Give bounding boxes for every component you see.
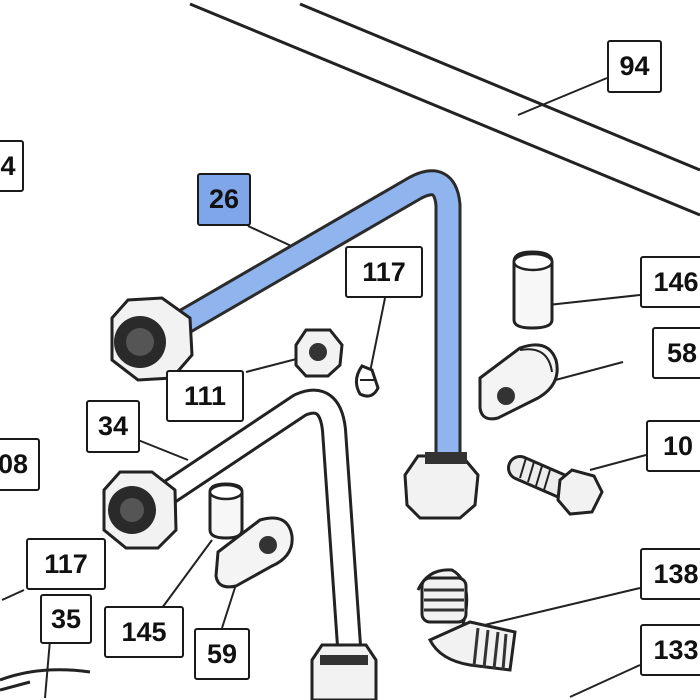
callout-59[interactable]: 59 xyxy=(194,628,250,680)
callout-133[interactable]: 133 xyxy=(640,624,700,676)
callout-58[interactable]: 58 xyxy=(652,327,700,379)
part-34-tube xyxy=(102,388,378,700)
callout-35[interactable]: 35 xyxy=(40,594,92,644)
part-35-hose xyxy=(0,668,91,682)
callout-117-left[interactable]: 117 xyxy=(26,538,106,590)
callout-4[interactable]: 4 xyxy=(0,140,24,192)
callout-111[interactable]: 111 xyxy=(166,370,244,422)
part-117-clip xyxy=(355,364,380,398)
callout-26[interactable]: 26 xyxy=(197,173,251,226)
callout-138[interactable]: 138 xyxy=(640,548,700,600)
callout-117-top[interactable]: 117 xyxy=(345,246,423,298)
part-111-nut xyxy=(294,328,344,378)
part-10-bolt xyxy=(507,455,604,516)
callout-08[interactable]: 08 xyxy=(0,438,40,491)
part-58-clamp xyxy=(478,343,559,421)
part-146-spacer xyxy=(512,250,554,330)
part-26-tube[interactable] xyxy=(163,169,462,462)
part-145-spacer xyxy=(208,482,244,540)
part-59-clamp xyxy=(214,516,294,589)
part-138-fitting xyxy=(416,568,517,672)
callout-10[interactable]: 10 xyxy=(646,420,700,472)
callout-146[interactable]: 146 xyxy=(640,256,700,308)
callout-145[interactable]: 145 xyxy=(104,606,184,658)
callout-34[interactable]: 34 xyxy=(86,400,140,453)
callout-94[interactable]: 94 xyxy=(607,40,662,93)
part-26-fittings xyxy=(110,296,480,520)
